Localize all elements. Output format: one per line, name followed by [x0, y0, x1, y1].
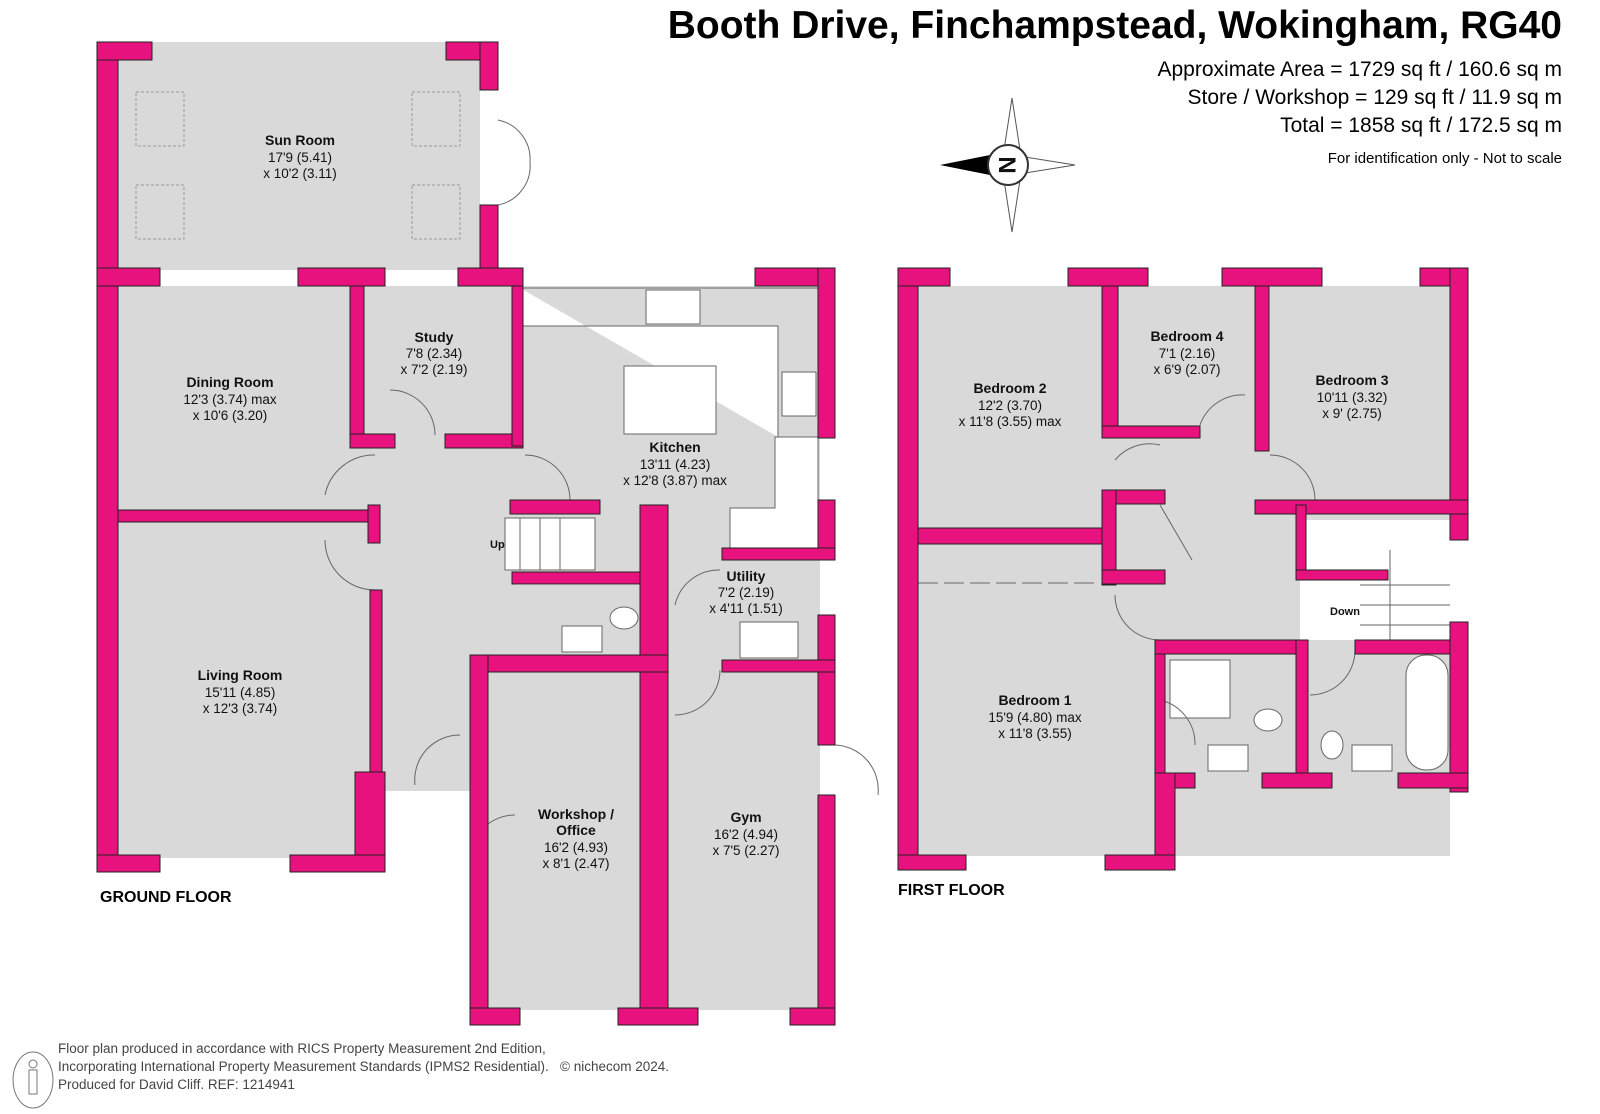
room-dims: x 7'5 (2.27) — [712, 843, 779, 858]
room-dims: 13'11 (4.23) — [640, 457, 711, 472]
room-dims: x 4'11 (1.51) — [709, 601, 783, 616]
footer: Floor plan produced in accordance with R… — [58, 1040, 669, 1094]
room-dims: 12'3 (3.74) max — [183, 392, 277, 407]
room-dims: x 7'2 (2.19) — [400, 362, 467, 377]
room-name-office: Office — [556, 822, 596, 838]
skylight-icon — [135, 91, 185, 147]
door-swing — [414, 734, 461, 786]
copyright: © nichecom 2024. — [560, 1059, 670, 1074]
wc-toilet-icon — [609, 606, 639, 630]
skylight-icon — [411, 184, 461, 240]
room-name-dining-room: Dining Room — [186, 374, 273, 390]
room-name-utility: Utility — [727, 568, 766, 584]
door-swing — [1114, 443, 1161, 461]
ground-floor-label: GROUND FLOOR — [100, 889, 232, 906]
door-swing — [674, 669, 721, 716]
property-title: Booth Drive, Finchampstead, Wokingham, R… — [667, 4, 1562, 47]
toilet-icon — [1253, 708, 1283, 732]
door-swing — [389, 389, 436, 436]
room-name-bedroom-4: Bedroom 4 — [1150, 328, 1223, 344]
room-name-kitchen: Kitchen — [649, 439, 700, 455]
dining-room-area — [118, 286, 370, 511]
skylight-icon — [411, 91, 461, 147]
shower-icon — [1169, 659, 1231, 719]
room-dims: 15'11 (4.85) — [205, 685, 276, 700]
basin-icon — [1351, 744, 1393, 772]
disclaimer: For identification only - Not to scale — [1327, 150, 1562, 167]
footer-line: Floor plan produced in accordance with R… — [58, 1041, 546, 1056]
total-area: Total = 1858 sq ft / 172.5 sq m — [1280, 114, 1562, 137]
door-swing — [1269, 454, 1316, 501]
cupboard-door — [1159, 504, 1193, 561]
kitchen-sink-icon — [645, 289, 701, 325]
stairs-up — [504, 517, 596, 571]
room-name-bedroom-3: Bedroom 3 — [1315, 372, 1388, 388]
room-dims: 7'1 (2.16) — [1159, 346, 1216, 361]
room-dims: 16'2 (4.93) — [544, 840, 608, 855]
room-dims: x 8'1 (2.47) — [542, 856, 609, 871]
footer-line: Produced for David Cliff. REF: 1214941 — [58, 1077, 295, 1092]
approximate-area: Approximate Area = 1729 sq ft / 160.6 sq… — [1157, 58, 1563, 81]
room-dims: x 12'3 (3.74) — [203, 701, 278, 716]
french-doors — [497, 119, 531, 206]
room-dims: 12'2 (3.70) — [978, 398, 1042, 413]
door-swing — [1199, 394, 1246, 426]
room-dims: x 6'9 (2.07) — [1153, 362, 1220, 377]
stairs-up-label: Up — [490, 539, 505, 551]
door-swing — [1114, 594, 1161, 641]
bath-icon — [1405, 654, 1449, 771]
room-dims: x 10'2 (3.11) — [263, 166, 337, 181]
room-name-study: Study — [415, 329, 454, 345]
wc-basin-icon — [561, 625, 603, 653]
stairs-down — [1360, 550, 1450, 640]
door-swing — [324, 454, 376, 496]
room-dims: x 10'6 (3.20) — [193, 408, 268, 423]
door-swing — [834, 744, 879, 796]
room-dims: 7'2 (2.19) — [718, 585, 775, 600]
room-dims: 16'2 (4.94) — [714, 827, 778, 842]
room-name-gym: Gym — [730, 809, 761, 825]
compass-icon: N — [940, 97, 1076, 233]
room-dims: 10'11 (3.32) — [1317, 390, 1388, 405]
stairs-down-label: Down — [1330, 606, 1360, 618]
utility-sink-icon — [739, 621, 799, 659]
hob-icon — [781, 371, 817, 417]
ground-floor-plan: Sun Room 17'9 (5.41) x 10'2 (3.11) Dinin… — [96, 41, 879, 1026]
door-swing — [524, 454, 571, 501]
first-floor-plan: Bedroom 2 12'2 (3.70) x 11'8 (3.55) max … — [897, 267, 1469, 871]
footer-line-text: Incorporating International Property Mea… — [58, 1059, 549, 1074]
first-floor-label: FIRST FLOOR — [898, 882, 1005, 899]
living-room-area — [118, 520, 370, 858]
room-dims: x 9' (2.75) — [1322, 406, 1382, 421]
first-floor-walls — [897, 267, 1469, 871]
door-swing — [1309, 649, 1356, 696]
ground-floor-walls — [96, 41, 836, 1026]
room-dims: 17'9 (5.41) — [268, 150, 332, 165]
door-swing — [324, 539, 376, 591]
compass-north-letter: N — [993, 156, 1020, 173]
room-name-sun-room: Sun Room — [265, 132, 335, 148]
room-dims: 7'8 (2.34) — [406, 346, 463, 361]
toilet-icon — [1320, 730, 1344, 760]
door-swing — [674, 569, 721, 606]
kitchen-island — [623, 365, 717, 435]
room-name-bedroom-2: Bedroom 2 — [973, 380, 1046, 396]
door-swing — [1159, 699, 1196, 746]
room-dims: x 11'8 (3.55) max — [959, 414, 1062, 429]
footer-line: Incorporating International Property Mea… — [58, 1058, 669, 1076]
room-name-workshop: Workshop / — [538, 806, 614, 822]
room-dims: 15'9 (4.80) max — [988, 710, 1082, 725]
room-dims: x 11'8 (3.55) — [998, 726, 1072, 741]
store-workshop-area: Store / Workshop = 129 sq ft / 11.9 sq m — [1187, 86, 1563, 109]
room-dims: x 12'8 (3.87) max — [623, 473, 727, 488]
workshop-area — [488, 672, 652, 1010]
person-info-icon — [12, 1051, 54, 1109]
basin-icon — [1207, 744, 1249, 772]
room-name-living-room: Living Room — [198, 667, 283, 683]
skylight-icon — [135, 184, 185, 240]
room-name-bedroom-1: Bedroom 1 — [998, 692, 1071, 708]
gym-utility-area — [668, 505, 820, 1010]
